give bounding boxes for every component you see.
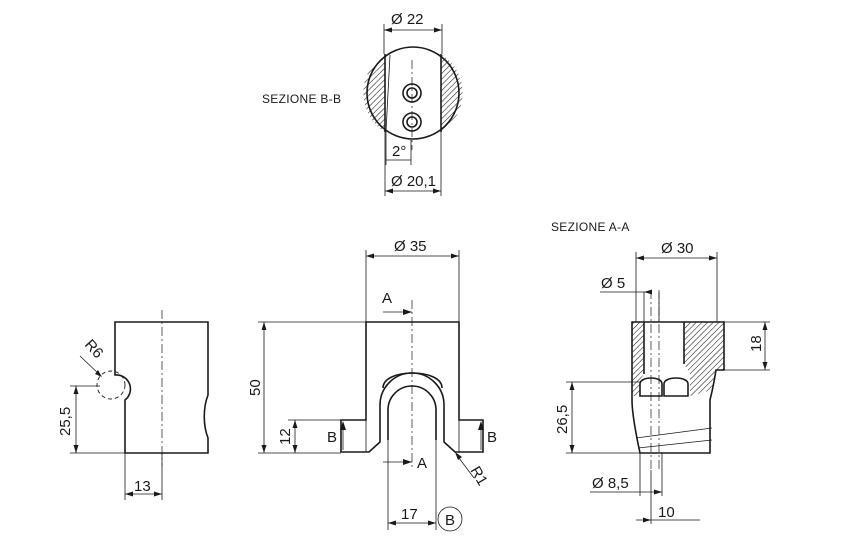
section-a-top-arrow xyxy=(403,309,412,315)
dim-d5-text: Ø 5 xyxy=(601,275,625,292)
dim-d8-5-arrow xyxy=(654,489,662,495)
dim-d8-5-lines xyxy=(590,453,663,496)
dim-d8-5-text: Ø 8,5 xyxy=(592,475,629,492)
dim-d30-lines xyxy=(635,252,718,322)
front-view-edges xyxy=(365,420,460,452)
section-b-left-letter: B xyxy=(327,429,337,446)
side-view-outline xyxy=(114,321,209,454)
dim-r6-arrow xyxy=(95,370,102,377)
dim-50-lines xyxy=(258,321,366,454)
section-a-a-hatch-right-top xyxy=(684,322,724,396)
dim-d30-text: Ø 30 xyxy=(661,240,694,257)
section-a-bottom-arrow xyxy=(403,459,412,465)
section-a-a-port-right xyxy=(663,377,689,397)
dim-12-arrows xyxy=(292,420,298,453)
dim-13-arrows xyxy=(125,491,162,497)
dim-r1-arrow xyxy=(455,452,462,460)
section-b-right-arrow xyxy=(478,421,484,430)
dim-25-5-text: 25,5 xyxy=(57,407,74,436)
side-view-hidden-hole xyxy=(96,370,126,400)
dim-d35-text: Ø 35 xyxy=(394,238,427,255)
section-a-top-letter: A xyxy=(382,290,392,307)
section-a-a-view: SEZIONE A-A Ø 30 Ø 5 18 26,5 Ø 8,5 xyxy=(551,220,770,524)
section-b-b-hatch-right xyxy=(441,54,463,132)
section-b-b-title: SEZIONE B-B xyxy=(262,92,341,106)
section-a-a-outline xyxy=(631,321,725,454)
dim-10-text: 10 xyxy=(658,504,675,521)
section-a-a-taper-lines xyxy=(635,427,713,449)
dim-25-5-arrows xyxy=(73,386,79,453)
dim-angle-text: 2° xyxy=(392,143,406,160)
dim-13-text: 13 xyxy=(134,478,151,495)
section-a-a-bore xyxy=(643,322,685,374)
dim-angle-lines xyxy=(385,131,412,165)
section-b-right-letter: B xyxy=(487,429,497,446)
dim-50-text: 50 xyxy=(247,379,264,396)
detail-b-circle xyxy=(437,506,463,532)
dim-d5-lines xyxy=(600,291,660,322)
dim-d20-1-lines xyxy=(384,132,442,196)
dim-r1-text: R1 xyxy=(467,464,491,489)
dim-26-5-lines xyxy=(566,381,640,454)
section-a-bottom-letter: A xyxy=(417,455,427,472)
dim-d22-text: Ø 22 xyxy=(391,11,424,28)
section-a-a-port-left xyxy=(639,377,663,397)
dim-d5-arrow xyxy=(644,289,652,295)
section-a-a-title: SEZIONE A-A xyxy=(551,220,630,234)
dim-d22-lines xyxy=(383,24,443,54)
section-b-b-view: SEZIONE B-B Ø 22 2° Ø 20,1 xyxy=(262,11,463,196)
section-b-left-arrow xyxy=(340,421,346,430)
dim-26-5-text: 26,5 xyxy=(554,405,571,434)
front-view: Ø 35 A A B B 50 12 R1 17 B xyxy=(247,238,497,532)
dim-17-text: 17 xyxy=(401,506,418,523)
dim-10-arrow xyxy=(643,517,651,523)
section-b-b-flats xyxy=(384,54,442,132)
dim-12-text: 12 xyxy=(277,428,294,445)
dim-26-5-arrows xyxy=(569,382,575,453)
dim-d20-1-text: Ø 20,1 xyxy=(391,173,436,190)
front-view-top-curve xyxy=(382,372,443,389)
dim-d35-lines xyxy=(365,250,460,322)
section-b-b-hatch-left xyxy=(363,54,385,132)
dim-25-5-lines xyxy=(70,385,125,454)
dim-18-text: 18 xyxy=(748,335,765,352)
section-a-a-hatch-left-mid xyxy=(632,384,640,396)
section-b-b-circle xyxy=(366,46,460,140)
detail-b-letter: B xyxy=(445,512,455,529)
dim-r6-text: R6 xyxy=(81,336,106,362)
section-b-b-taper-line xyxy=(385,54,391,132)
section-a-a-hatch-left-top xyxy=(632,322,644,384)
side-view: R6 25,5 13 xyxy=(57,310,209,500)
